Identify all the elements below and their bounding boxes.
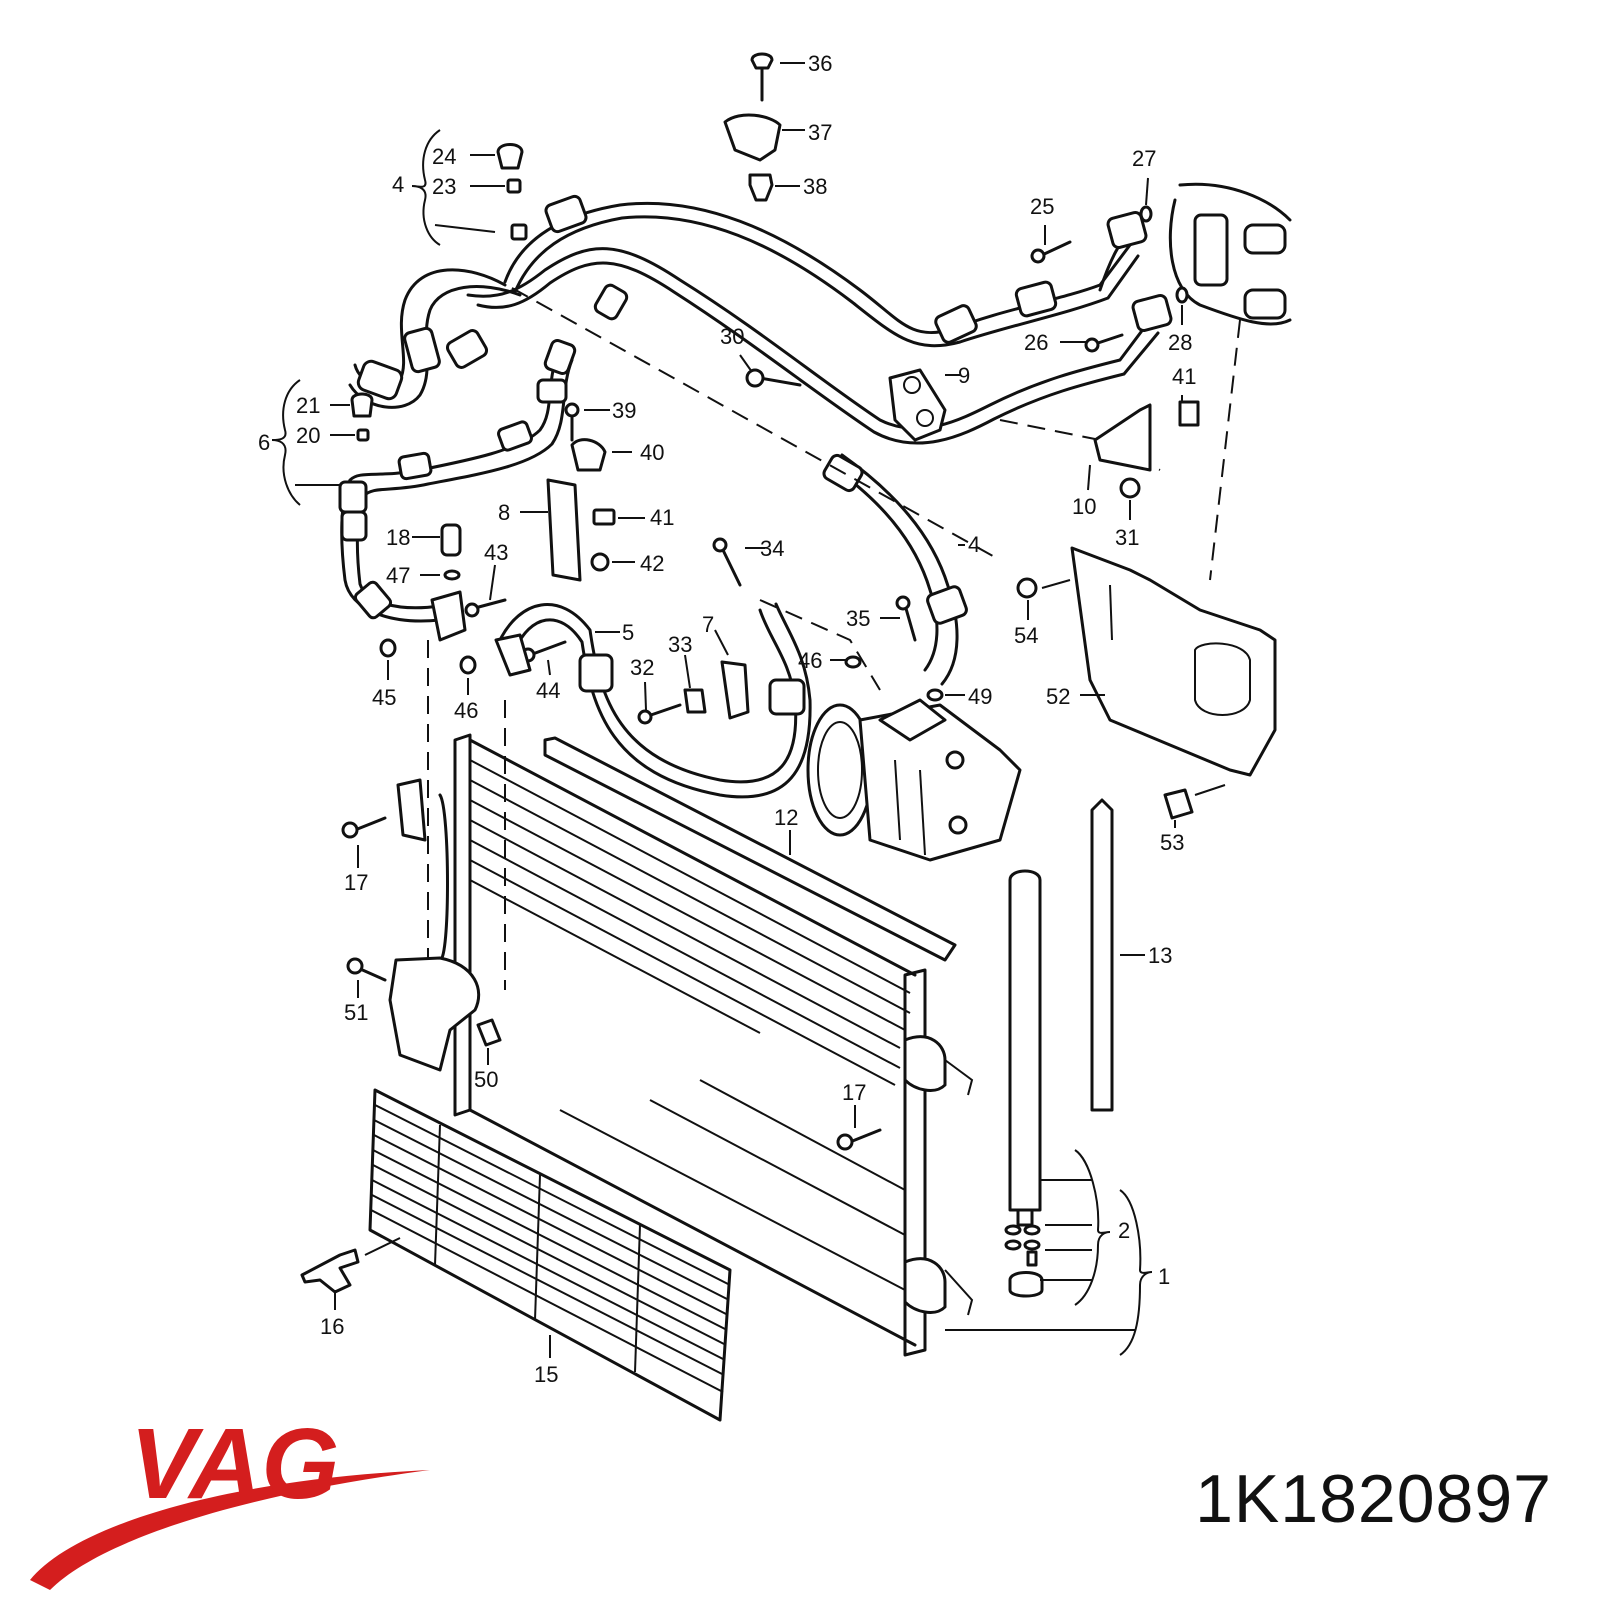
- callout-15: 15: [534, 1362, 558, 1387]
- callout-7: 7: [702, 612, 714, 637]
- callout-40: 40: [640, 440, 664, 465]
- callout-17-right: 17: [842, 1080, 866, 1105]
- callout-44: 44: [536, 678, 560, 703]
- callout-5: 5: [622, 620, 634, 645]
- callout-12: 12: [774, 805, 798, 830]
- callout-2: 2: [1118, 1218, 1130, 1243]
- callout-4-mid: 4: [968, 532, 980, 557]
- part-number: 1K1820897: [1195, 1461, 1552, 1537]
- fasteners: [300, 52, 1200, 1294]
- receiver-dryer: [1004, 869, 1044, 1298]
- condenser-assembly: [388, 733, 974, 1357]
- callout-16: 16: [320, 1314, 344, 1339]
- callout-53: 53: [1160, 830, 1184, 855]
- refrigerant-lines: [338, 194, 1173, 799]
- grille-panel: [368, 1088, 732, 1422]
- callout-20: 20: [296, 423, 320, 448]
- callout-49: 49: [968, 684, 992, 709]
- callout-38: 38: [803, 174, 827, 199]
- callout-45: 45: [372, 685, 396, 710]
- air-guide-panel: [1070, 546, 1277, 777]
- seal-strip: [1090, 798, 1114, 1112]
- callout-35: 35: [846, 606, 870, 631]
- callout-17-left: 17: [344, 870, 368, 895]
- callout-9: 9: [958, 363, 970, 388]
- callout-31: 31: [1115, 525, 1139, 550]
- evaporator-housing: [1168, 182, 1292, 326]
- callout-25: 25: [1030, 194, 1054, 219]
- callout-46-left: 46: [454, 698, 478, 723]
- callout-46-right: 46: [798, 648, 822, 673]
- callout-51: 51: [344, 1000, 368, 1025]
- callout-labels: 36 37 38 24 23 4 27 25 26 28 30 9 41 21 …: [258, 51, 1196, 1387]
- callout-1: 1: [1158, 1264, 1170, 1289]
- logo-wordmark: VAG: [130, 1410, 339, 1520]
- callout-43: 43: [484, 540, 508, 565]
- callout-26: 26: [1024, 330, 1048, 355]
- callout-32: 32: [630, 655, 654, 680]
- callout-34: 34: [760, 536, 784, 561]
- callout-50: 50: [474, 1067, 498, 1092]
- callout-54: 54: [1014, 623, 1038, 648]
- callout-28: 28: [1168, 330, 1192, 355]
- callout-39: 39: [612, 398, 636, 423]
- callout-21: 21: [296, 393, 320, 418]
- callout-41-left: 41: [650, 505, 674, 530]
- logo-swoosh: [30, 1470, 430, 1590]
- callout-52: 52: [1046, 684, 1070, 709]
- callout-33: 33: [668, 632, 692, 657]
- callout-13: 13: [1148, 943, 1172, 968]
- callout-18: 18: [386, 525, 410, 550]
- callout-37: 37: [808, 120, 832, 145]
- callout-47: 47: [386, 563, 410, 588]
- callout-10: 10: [1072, 494, 1096, 519]
- callout-42: 42: [640, 551, 664, 576]
- callout-8: 8: [498, 500, 510, 525]
- callout-30: 30: [720, 324, 744, 349]
- vag-logo: VAG: [30, 1410, 430, 1590]
- callout-27: 27: [1132, 146, 1156, 171]
- callout-6: 6: [258, 430, 270, 455]
- callout-4-top: 4: [392, 172, 404, 197]
- callout-36: 36: [808, 51, 832, 76]
- leader-lines: [271, 62, 1226, 1358]
- ac-compressor: [806, 698, 1022, 862]
- callout-24: 24: [432, 144, 456, 169]
- callout-23: 23: [432, 174, 456, 199]
- callout-41-right: 41: [1172, 364, 1196, 389]
